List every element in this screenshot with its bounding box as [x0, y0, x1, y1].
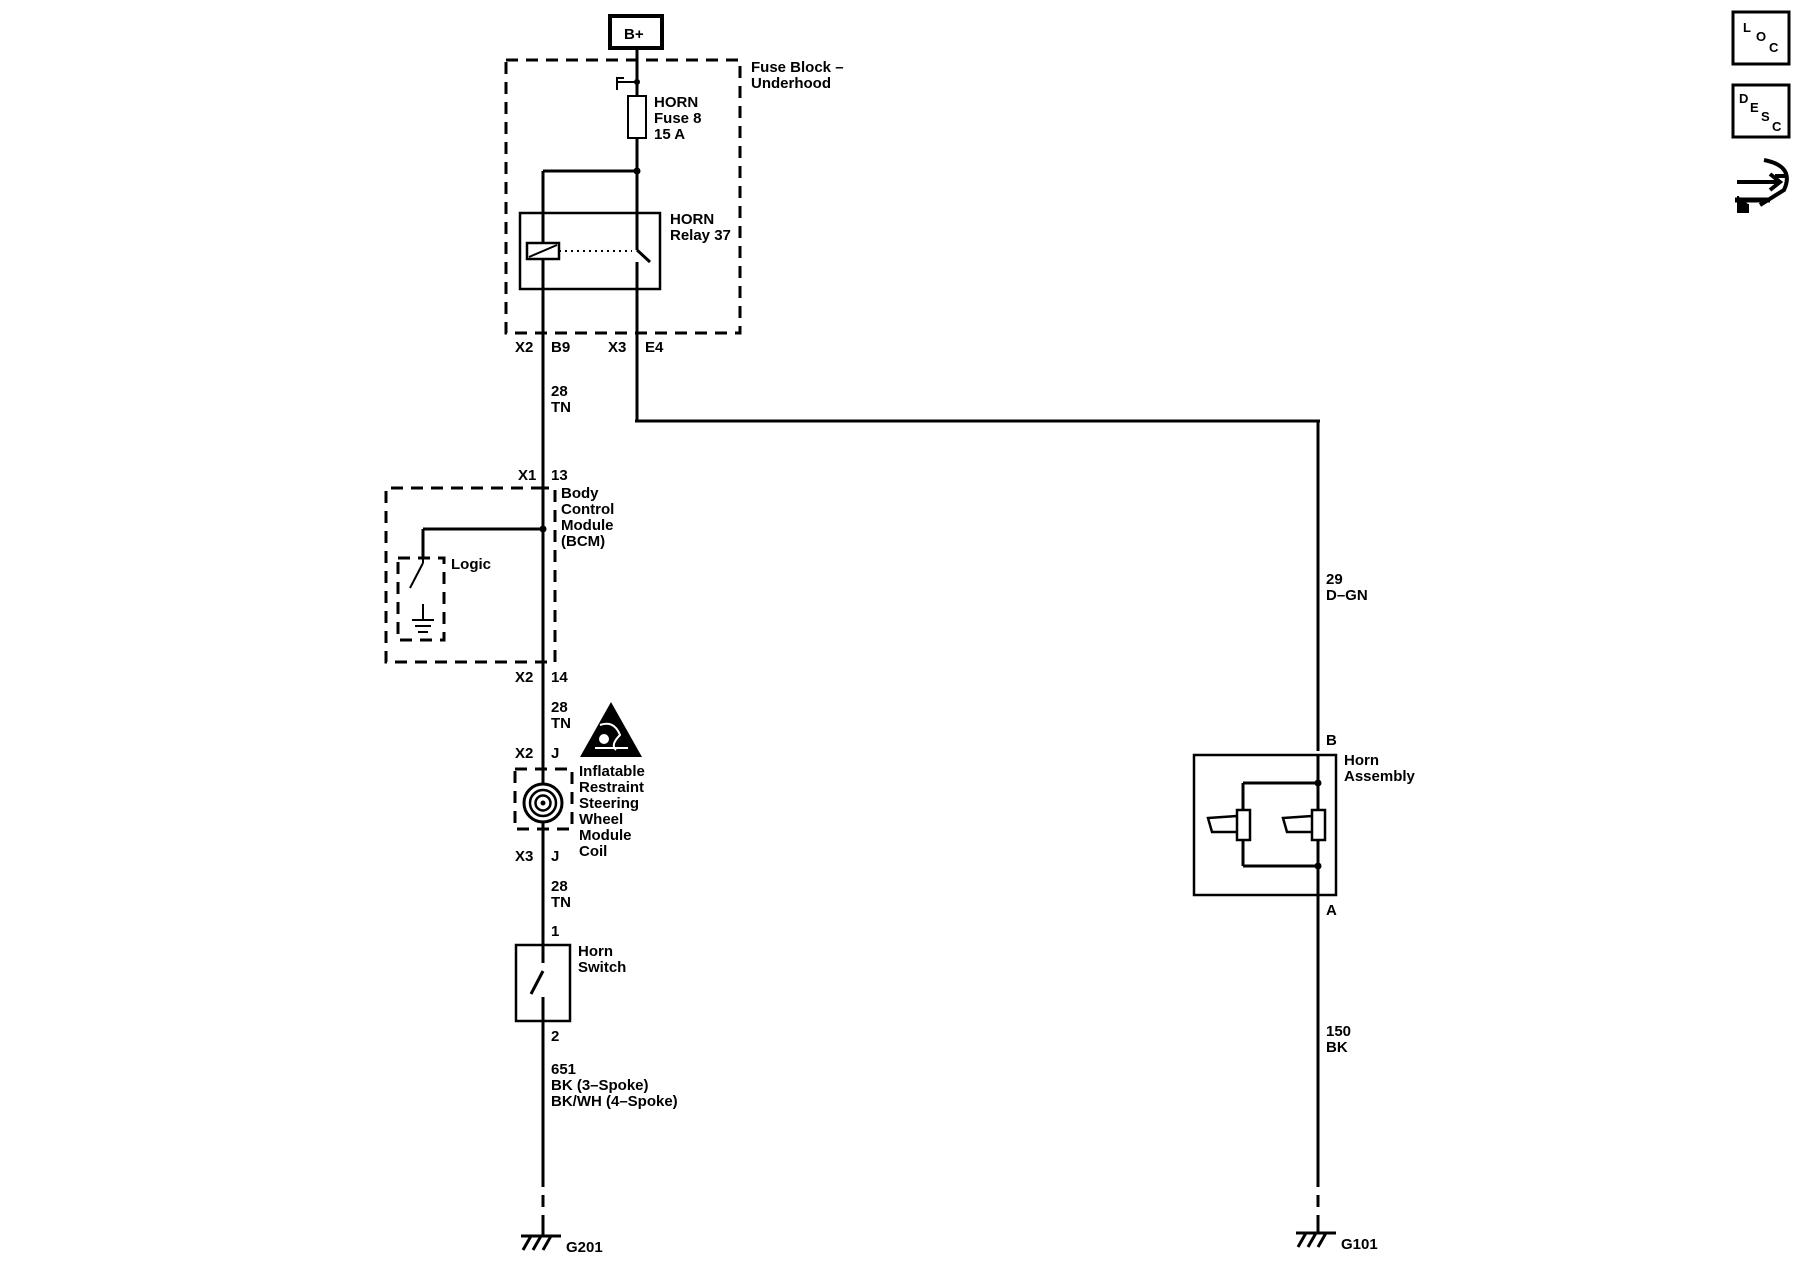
horn-fuse-label-3: 15 A	[654, 126, 685, 143]
horn-fuse-symbol	[627, 95, 647, 139]
horn-assembly-box	[1192, 753, 1338, 897]
desc-letter-e: E	[1750, 100, 1759, 115]
loc-letter-l: L	[1743, 20, 1751, 35]
clockspring-coil-symbol	[522, 755, 564, 842]
bcm-bottom-pin: 14	[551, 669, 568, 686]
coil-label-2: Restraint	[579, 779, 644, 796]
wire-150-color: BK	[1326, 1039, 1348, 1056]
horn-relay-label-2: Relay 37	[670, 227, 731, 244]
bcm-label-2: Control	[561, 501, 614, 518]
horn-fuse-label-1: HORN	[654, 94, 698, 111]
wrench-connector-icon[interactable]	[1735, 158, 1789, 213]
wire-28-color-b: TN	[551, 715, 571, 732]
coil-label-5: Module	[579, 827, 632, 844]
horn-pin-b: B	[1326, 732, 1337, 749]
ground-g101-label: G101	[1341, 1236, 1378, 1253]
relay-switch-contact	[635, 248, 652, 264]
horn-assembly-label-2: Assembly	[1344, 768, 1416, 785]
wire-28-color-a: TN	[551, 399, 571, 416]
fb-left-connector: X2	[515, 339, 533, 356]
horn-switch-contact	[529, 945, 545, 1021]
fuse-block-label-1: Fuse Block –	[751, 59, 844, 76]
wire-28-circuit-a: 28	[551, 383, 568, 400]
horn-relay-box	[518, 211, 662, 291]
fuse-block-label-2: Underhood	[751, 75, 831, 92]
wire-28-circuit-c: 28	[551, 878, 568, 895]
horn-speaker-icon	[1281, 808, 1327, 842]
coil-bottom-connector: X3	[515, 848, 533, 865]
wire-150-circuit: 150	[1326, 1023, 1351, 1040]
ground-g101-symbol	[1296, 1222, 1336, 1248]
bcm-outline	[384, 486, 557, 664]
location-view-button[interactable]: L O C	[1731, 10, 1791, 66]
horn-output-wire	[635, 262, 1320, 1222]
coil-top-connector: X2	[515, 745, 533, 762]
loc-letter-o: O	[1756, 29, 1766, 44]
horn-switch-pin-1: 1	[551, 923, 559, 940]
fuse-feed-wire	[616, 48, 640, 250]
bcm-top-pin: 13	[551, 467, 568, 484]
horn-fuse-label-2: Fuse 8	[654, 110, 702, 127]
desc-letter-c: C	[1772, 119, 1782, 134]
wire-29-color: D–GN	[1326, 587, 1368, 604]
battery-positive-label: B+	[624, 26, 644, 43]
bcm-label-1: Body	[561, 485, 599, 502]
desc-letter-s: S	[1761, 109, 1770, 124]
airbag-warning-icon	[580, 702, 642, 757]
ground-g201-symbol	[521, 1225, 561, 1251]
bcm-label-4: (BCM)	[561, 533, 605, 550]
bcm-bottom-connector: X2	[515, 669, 533, 686]
fuse-block-outline	[504, 58, 742, 335]
bcm-label-3: Module	[561, 517, 614, 534]
wire-28-circuit-b: 28	[551, 699, 568, 716]
loc-letter-c: C	[1769, 40, 1779, 55]
bcm-logic-circuit	[396, 525, 547, 642]
horn-assembly-label-1: Horn	[1344, 752, 1379, 769]
description-view-button[interactable]: D E S C	[1731, 83, 1791, 139]
battery-positive-source: B+	[608, 14, 664, 50]
wire-28-color-c: TN	[551, 894, 571, 911]
horn-pin-a: A	[1326, 902, 1337, 919]
fb-right-connector: X3	[608, 339, 626, 356]
horn-assembly-internal-wiring	[1241, 755, 1322, 895]
horn-switch-label-2: Switch	[578, 959, 626, 976]
horn-switch-label-1: Horn	[578, 943, 613, 960]
wire-29-circuit: 29	[1326, 571, 1343, 588]
ground-g201-label: G201	[566, 1239, 603, 1256]
wire-651-color-2: BK/WH (4–Spoke)	[551, 1093, 678, 1110]
coil-label-6: Coil	[579, 843, 607, 860]
wire-651-color-1: BK (3–Spoke)	[551, 1077, 649, 1094]
desc-letter-d: D	[1739, 91, 1748, 106]
horn-speaker-icon	[1206, 808, 1252, 842]
relay-coil-symbol	[525, 241, 561, 261]
coil-label-3: Steering	[579, 795, 639, 812]
wire-651-circuit: 651	[551, 1061, 576, 1078]
coil-label-4: Wheel	[579, 811, 623, 828]
horn-switch-pin-2: 2	[551, 1028, 559, 1045]
fb-left-pin: B9	[551, 339, 570, 356]
coil-bottom-pin: J	[551, 848, 559, 865]
relay-coil-feed-wire	[541, 167, 641, 243]
bcm-logic-label: Logic	[451, 556, 491, 573]
bcm-top-connector: X1	[518, 467, 536, 484]
fb-right-pin: E4	[645, 339, 664, 356]
coil-top-pin: J	[551, 745, 559, 762]
coil-label-1: Inflatable	[579, 763, 645, 780]
horn-relay-label-1: HORN	[670, 211, 714, 228]
